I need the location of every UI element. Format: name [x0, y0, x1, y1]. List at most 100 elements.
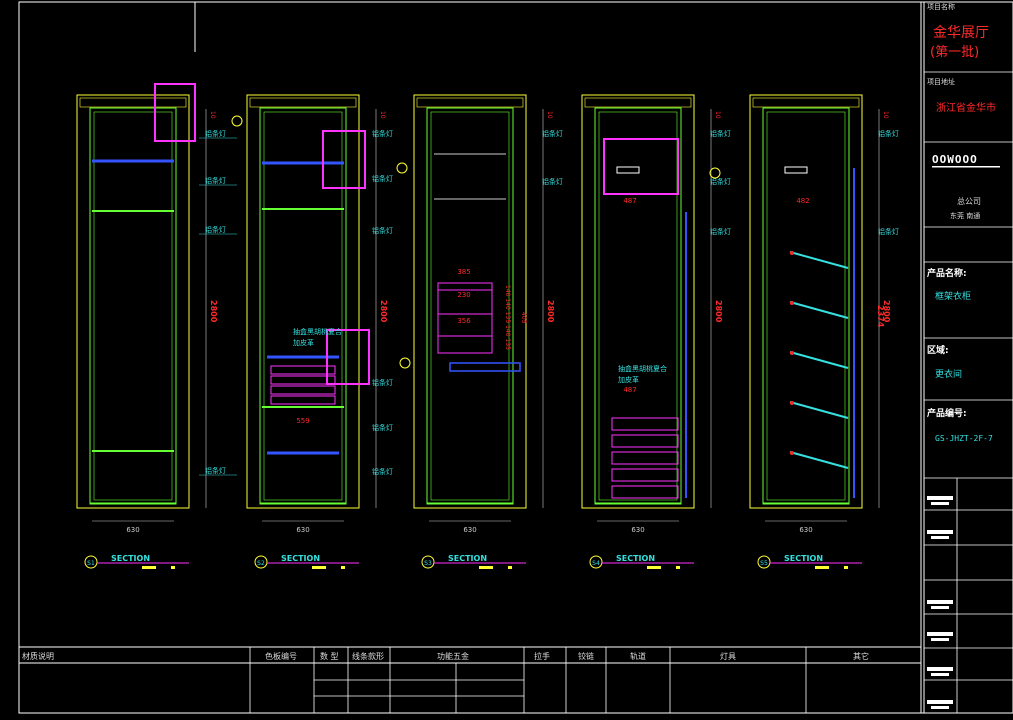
title-mark-2	[927, 600, 953, 604]
section-tag-circle	[254, 555, 268, 569]
title-mark-5	[927, 700, 953, 704]
s3-dim-230: 230	[457, 291, 470, 299]
wall-outline	[581, 94, 695, 509]
s3-drawer-block	[437, 282, 493, 354]
s1-light-strip-label-0: 铝条灯	[205, 129, 226, 138]
s4-drawer-3	[611, 468, 679, 482]
section-tag-mark-small	[676, 566, 680, 569]
top-wall-band	[249, 97, 357, 108]
cabinet-carcass	[259, 107, 347, 505]
product-code-label: 产品编号:	[927, 409, 967, 419]
s2-drawer-2	[270, 385, 336, 395]
s5-light-strip-label-0: 铝条灯	[878, 129, 899, 138]
s2-detail-bubble-drawer	[399, 357, 411, 369]
section-tag-mark	[647, 566, 661, 569]
section-tag-id: S3	[424, 560, 432, 567]
cabinet-inner	[93, 111, 173, 501]
s2-inner-dim: 559	[296, 417, 309, 425]
s4-drawer-note-1: 抽盒黑胡桃夏合	[618, 364, 667, 373]
s4-drawer-4	[611, 485, 679, 499]
s3-inner-dim: 385	[457, 268, 470, 276]
s5-shoe-shelf-3	[789, 401, 849, 419]
s4-drawer-note-2: 加皮革	[618, 375, 639, 384]
table-header-hinge: 铰链	[578, 652, 594, 661]
s2-drawer-note-1: 抽盒黑胡桃夏合	[293, 327, 342, 336]
s5-shoe-shelf-pin-2	[790, 351, 794, 355]
s2-light-strip-label-3: 铝条灯	[372, 378, 393, 387]
s2-detail-callout-top	[322, 130, 366, 189]
top-wall-band	[584, 97, 692, 108]
width-dim-label: 630	[631, 526, 644, 534]
s2-light-strip-label-2: 铝条灯	[372, 226, 393, 235]
title-mark-sub-0	[931, 502, 949, 505]
table-header-hardware: 功能五金	[437, 652, 469, 661]
product-code: GS-JHZT-2F-7	[935, 434, 993, 443]
s4-light-strip-label-0: 铝条灯	[710, 129, 731, 138]
s3-light-strip-label-1: 铝条灯	[542, 177, 563, 186]
s3-dim-356: 356	[457, 317, 471, 325]
section-tag-id: S5	[760, 560, 768, 567]
logo-underline	[932, 166, 1000, 168]
s5-shoe-shelf-2	[789, 351, 849, 369]
title-mark-4	[927, 667, 953, 671]
cabinet-inner	[766, 111, 846, 501]
s5-inner-dim: 482	[796, 197, 809, 205]
project-batch: (第一批)	[930, 45, 980, 60]
s1-detail-callout	[154, 83, 196, 142]
title-mark-sub-1	[931, 536, 949, 539]
table-header-type: 数 型	[320, 652, 339, 661]
bottom-table-grid	[249, 647, 807, 713]
s4-detail-callout	[603, 138, 679, 195]
section-tag-mark-small	[844, 566, 848, 569]
title-mark-1	[927, 530, 953, 534]
top-gap-dim-label: 10	[209, 111, 216, 119]
table-header-material: 材质说明	[22, 652, 54, 661]
section-tag-mark	[312, 566, 326, 569]
title-mark-3	[927, 632, 953, 636]
s4-drawer-2	[611, 451, 679, 465]
cabinet-inner	[598, 111, 678, 501]
s4-inner-dim: 487	[623, 197, 636, 205]
section-tag-title: SECTION	[616, 554, 655, 563]
s4-light-fixture	[616, 166, 640, 174]
table-header-line-style: 线条款形	[352, 652, 384, 661]
top-gap-dim-label: 10	[882, 111, 889, 119]
s5-shoe-shelf-pin-0	[790, 251, 794, 255]
s2-drawer-note-2: 加皮革	[293, 338, 314, 347]
s2-light-strip-label-5: 铝条灯	[372, 467, 393, 476]
section-tag-title: SECTION	[784, 554, 823, 563]
section-tag-mark-small	[341, 566, 345, 569]
section-tag-mark-small	[508, 566, 512, 569]
section-tag-title: SECTION	[281, 554, 320, 563]
section-tag-mark-small	[171, 566, 175, 569]
cabinet-elevations: 630280010S1SECTION630280010S2SECTION6302…	[76, 83, 899, 569]
product-name: 框架衣柜	[935, 292, 972, 302]
width-dim-label: 630	[463, 526, 476, 534]
project-name-label: 项目名称	[927, 3, 955, 11]
cabinet-inner	[263, 111, 343, 501]
area-value: 更衣间	[935, 370, 963, 380]
section-tag-circle	[84, 555, 98, 569]
section-tag-mark	[815, 566, 829, 569]
table-header-lighting: 灯具	[720, 652, 736, 661]
s2-drawer-0	[270, 365, 336, 375]
company-sub: 东莞 南通	[950, 212, 981, 220]
section-tag-mark	[142, 566, 156, 569]
height-dim-label: 2800	[209, 300, 218, 323]
s5-shoe-shelf-pin-1	[790, 301, 794, 305]
s5-light-fixture	[784, 166, 808, 174]
s5-shoe-shelf-pin-3	[790, 401, 794, 405]
height-dim-label: 2800	[546, 300, 555, 323]
table-header-color-code: 色板编号	[265, 652, 297, 661]
width-dim-label: 630	[799, 526, 812, 534]
s2-drawer-3	[270, 395, 336, 405]
section-tag-title: SECTION	[448, 554, 487, 563]
wall-outline	[413, 94, 527, 509]
title-mark-sub-2	[931, 606, 949, 609]
cabinet-carcass	[426, 107, 514, 505]
section-tag-id: S2	[257, 560, 265, 567]
